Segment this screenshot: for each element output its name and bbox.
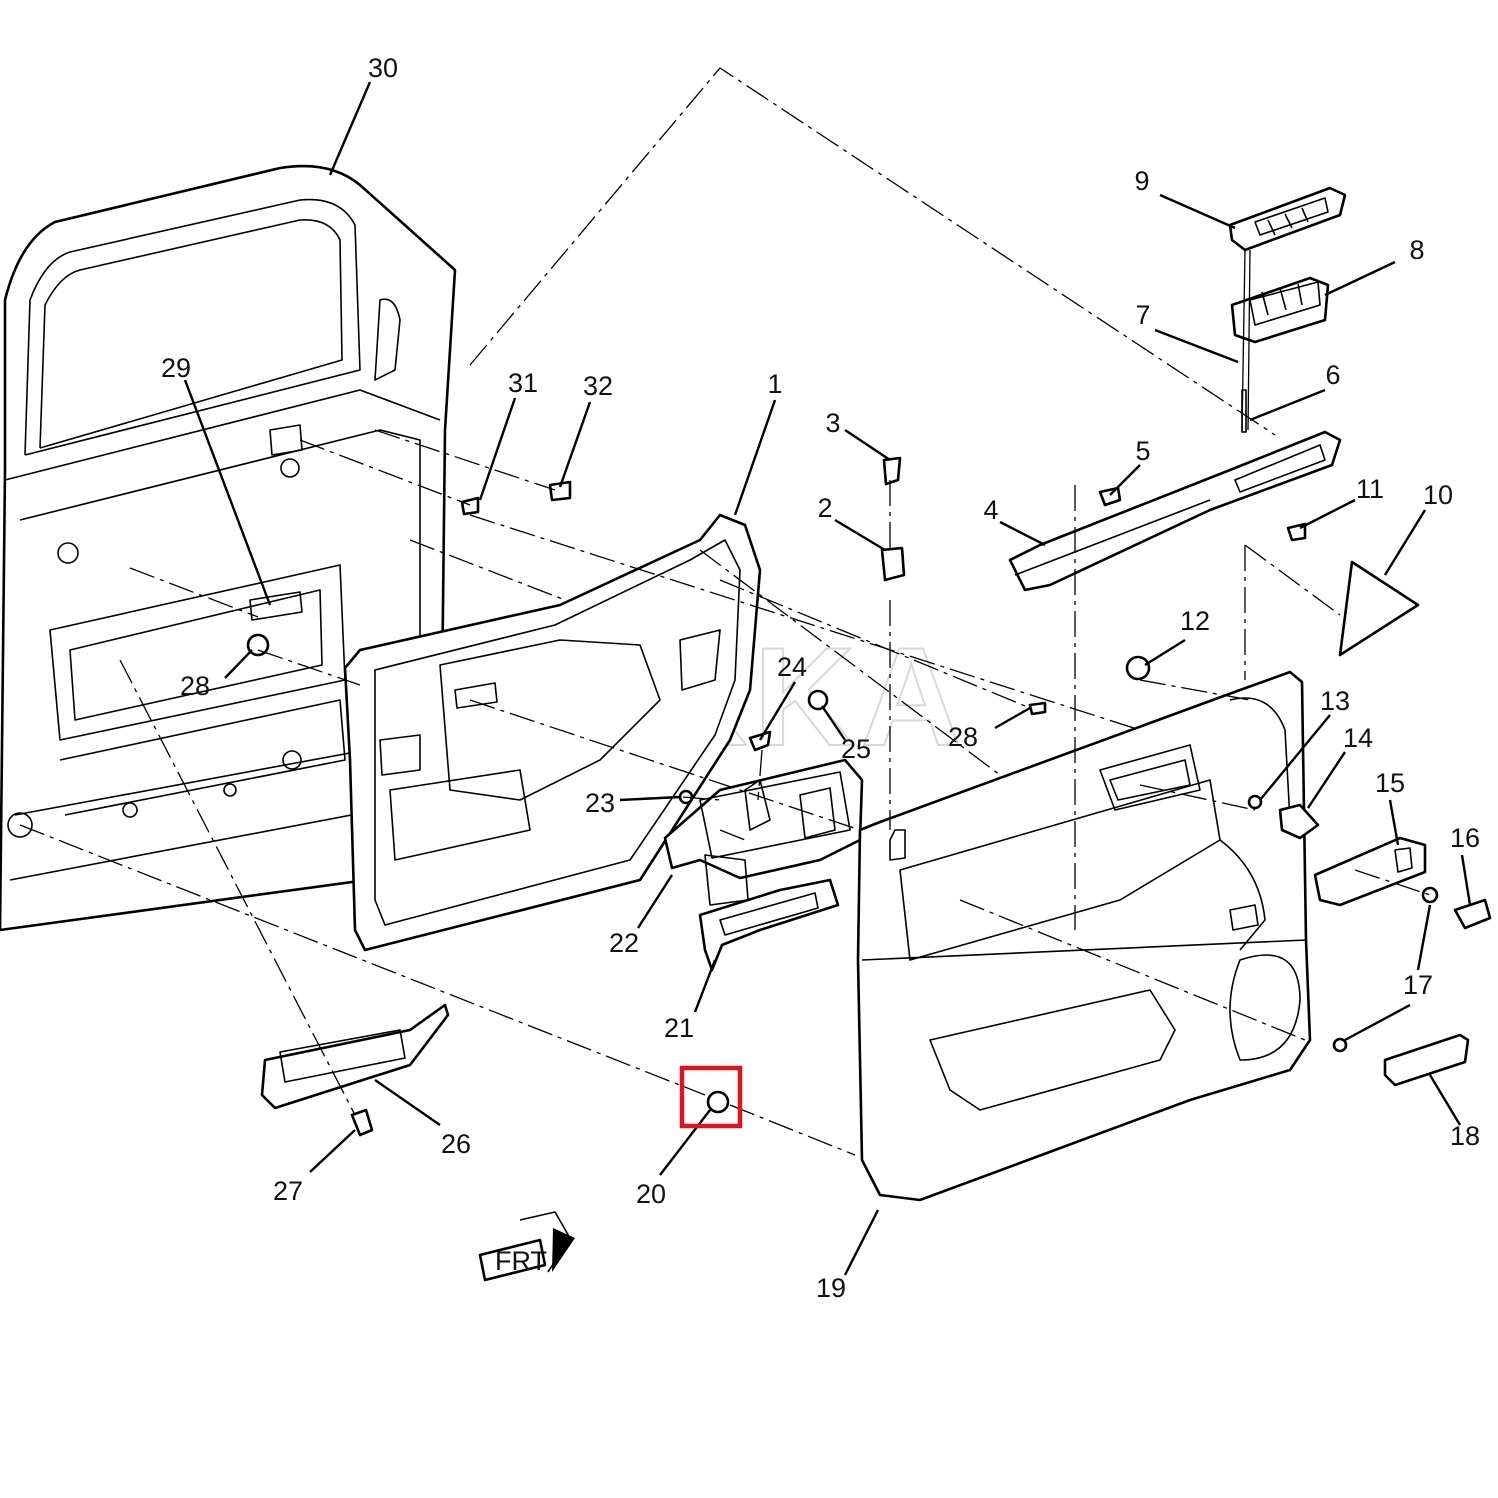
callout-19: 19 — [816, 1273, 846, 1303]
door-frame-part — [0, 164, 457, 932]
frt-label: FRT — [495, 1246, 547, 1276]
highlight-box — [679, 1065, 743, 1129]
callout-21: 21 — [664, 1013, 694, 1043]
callout-15: 15 — [1375, 768, 1405, 798]
callout-31: 31 — [508, 368, 538, 398]
pull-cup-part — [260, 1003, 450, 1110]
push-pin-20-fastener — [706, 1090, 730, 1114]
callout-3: 3 — [825, 408, 840, 438]
callout-18: 18 — [1450, 1121, 1480, 1151]
callout-29: 29 — [161, 353, 191, 383]
callout-23: 23 — [585, 788, 615, 818]
callout-4: 4 — [983, 495, 998, 525]
armrest-part — [1008, 430, 1342, 592]
water-deflector-part — [343, 513, 762, 952]
callout-1: 1 — [767, 369, 782, 399]
mirror-bezel-part — [1338, 560, 1420, 657]
callout-24: 24 — [777, 652, 807, 682]
callout-25: 25 — [841, 734, 871, 764]
handle-reinforcement-part — [698, 854, 840, 972]
callout-12: 12 — [1180, 606, 1210, 636]
callout-11: 11 — [1356, 474, 1384, 504]
callout-26: 26 — [441, 1129, 471, 1159]
callout-20: 20 — [636, 1179, 666, 1209]
reflector-part — [1383, 1033, 1470, 1087]
inside-handle-bracket-part — [663, 758, 864, 880]
cap-part — [1453, 898, 1492, 930]
switch-housing-part — [1230, 249, 1330, 431]
leader-lines — [183, 81, 1472, 1276]
callout-22: 22 — [609, 928, 639, 958]
callout-2: 2 — [817, 493, 832, 523]
callout-5: 5 — [1135, 436, 1150, 466]
callout-27: 27 — [273, 1176, 303, 1206]
callout-14: 14 — [1343, 723, 1373, 753]
callout-17a: 17 — [1403, 970, 1433, 1000]
callout-30: 30 — [368, 53, 398, 83]
callout-6: 6 — [1325, 360, 1340, 390]
callout-9: 9 — [1134, 166, 1149, 196]
callout-32: 32 — [583, 371, 613, 401]
callout-16: 16 — [1450, 823, 1480, 853]
callout-7: 7 — [1135, 300, 1150, 330]
callout-28b: 28 — [948, 722, 978, 752]
handle-bezel-part — [1313, 836, 1427, 907]
callout-labels: 30 29 31 32 1 3 2 5 4 6 7 8 9 11 10 12 1… — [161, 53, 1480, 1303]
alignment-lines — [19, 67, 1431, 1156]
callout-8: 8 — [1409, 235, 1424, 265]
callout-10: 10 — [1423, 480, 1453, 510]
callout-13: 13 — [1320, 686, 1350, 716]
door-trim-panel-part — [856, 670, 1312, 1202]
window-switch-part — [1228, 186, 1347, 252]
callout-28a: 28 — [180, 671, 210, 701]
orientation-marker: FRT — [478, 1211, 575, 1282]
